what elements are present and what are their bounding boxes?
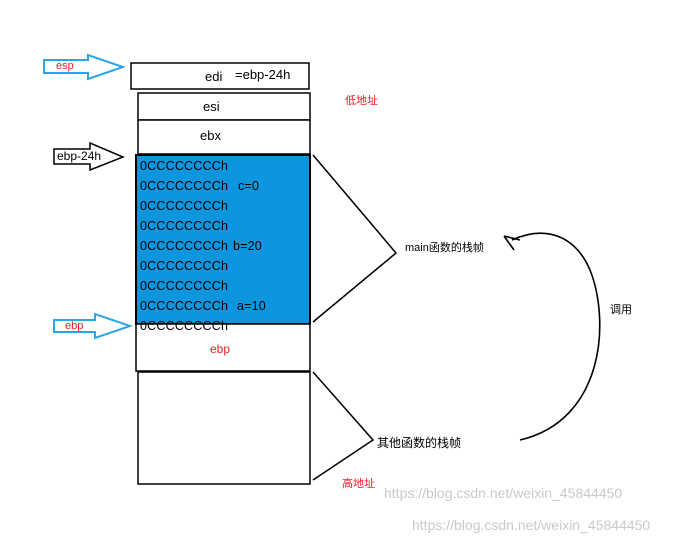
cccc-cell-7: 0CCCCCCCCh xyxy=(140,279,229,293)
cccc-cell-2: 0CCCCCCCCh xyxy=(140,179,229,193)
cccc-cell-6: 0CCCCCCCCh xyxy=(140,259,229,273)
esp-label: esp xyxy=(56,60,74,72)
cccc-cell-4: 0CCCCCCCCh xyxy=(140,219,229,233)
watermark-2: https://blog.csdn.net/weixin_45844450 xyxy=(412,517,651,533)
var-a: a=10 xyxy=(237,299,266,313)
cccc-cell-1: 0CCCCCCCCh xyxy=(140,159,229,173)
other-frame-brace xyxy=(312,371,375,481)
cccc-cell-5: 0CCCCCCCCh xyxy=(140,239,229,253)
call-curve xyxy=(511,232,601,441)
cccc-cell-9: 0CCCCCCCCh xyxy=(140,319,229,333)
var-b: b=20 xyxy=(233,239,262,253)
call-label: 调用 xyxy=(610,304,632,316)
ebp-24h-arrow xyxy=(53,141,125,172)
var-c: c=0 xyxy=(238,179,260,193)
main-frame-label: main函数的栈帧 xyxy=(405,242,484,254)
ebp-arrow-label: ebp xyxy=(65,320,84,332)
low-address-label: 低地址 xyxy=(345,95,378,107)
esp-arrow xyxy=(43,53,127,81)
slot-ebx-box xyxy=(137,119,311,155)
slot-edi-note: =ebp-24h xyxy=(235,67,291,82)
main-frame-brace xyxy=(312,154,398,323)
slot-ebx-label: ebx xyxy=(200,128,221,143)
other-frame-label: 其他函数的栈帧 xyxy=(377,436,462,450)
other-frame-box xyxy=(137,371,311,485)
main-frame-box xyxy=(135,154,311,325)
watermark-1: https://blog.csdn.net/weixin_45844450 xyxy=(384,485,623,501)
cccc-cell-3: 0CCCCCCCCh xyxy=(140,199,229,213)
slot-edi-label: edi xyxy=(205,69,223,84)
slot-esi-box xyxy=(137,92,311,121)
cccc-cell-8: 0CCCCCCCCh xyxy=(140,299,229,313)
slot-edi-box xyxy=(130,62,310,90)
call-arrowhead xyxy=(503,235,521,251)
high-address-label: 高地址 xyxy=(342,478,375,490)
ebp-24h-label: ebp-24h xyxy=(57,149,102,163)
slot-ebp-box xyxy=(135,323,311,372)
slot-ebp-label: ebp xyxy=(210,342,231,356)
slot-esi-label: esi xyxy=(203,99,220,114)
ebp-arrow xyxy=(53,312,134,340)
